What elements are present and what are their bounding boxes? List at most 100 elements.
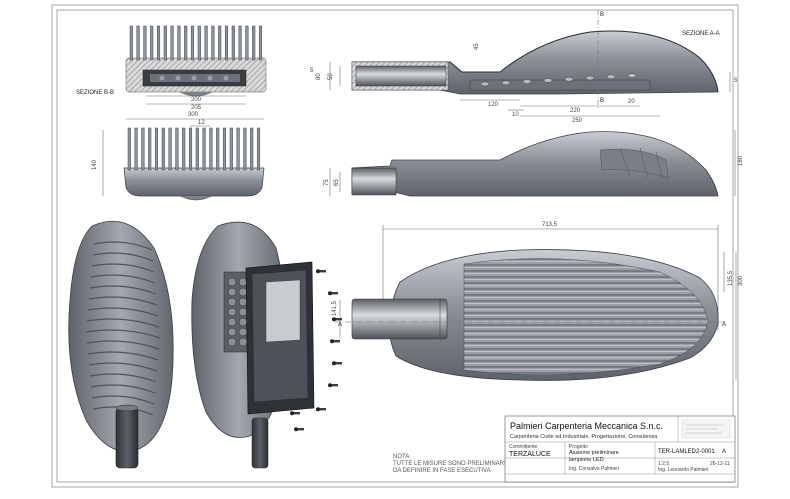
housing-fin [92, 252, 154, 262]
heatsink-fin [258, 25, 263, 61]
screw-head [332, 317, 336, 322]
led-module [227, 307, 237, 317]
led-module [227, 337, 237, 347]
checker: Ing. Leonardo Palmieri [658, 467, 708, 473]
section-bb-label: SEZIONE B-B [76, 90, 114, 96]
screw [330, 292, 338, 295]
screw [332, 340, 340, 343]
heatsink-fin [209, 127, 213, 171]
section-marker-a-left: A [338, 322, 342, 328]
dim-bb-1: 200 [191, 97, 202, 103]
led-lens [564, 76, 574, 82]
dim-aa-220: 220 [570, 108, 581, 114]
designer: Ing. Consalvo Palmieri [569, 466, 619, 472]
section-aa-view: 80 50 45 120 10 220 20 250 5 5 [310, 10, 738, 124]
led-module [238, 337, 248, 347]
dim-aa-45: 45 [474, 43, 480, 50]
screw-head [328, 383, 332, 388]
heatsink-fin [222, 127, 227, 171]
heatsink-fin [211, 25, 215, 61]
led-lens [627, 73, 637, 78]
section-bb-view: 200 205 [125, 25, 267, 111]
screw-head [316, 269, 320, 274]
dim-aa-10: 10 [512, 112, 519, 118]
housing-fin [87, 351, 159, 361]
heatsink-fin [182, 127, 186, 171]
led-module [238, 317, 248, 327]
dim-side-180: 180 [738, 155, 744, 166]
screw [330, 384, 338, 387]
revision: A [722, 449, 726, 455]
dim-plan-135: 135,5 [728, 270, 734, 286]
led-lens [501, 80, 511, 86]
heatsink-fin [216, 127, 220, 171]
client-name: TERZALUCE [509, 451, 551, 458]
heatsink-fin [156, 25, 161, 61]
housing-fin [93, 241, 153, 251]
heatsink-fin [231, 25, 235, 61]
heatsink-fin [218, 25, 222, 61]
led-module [238, 277, 248, 287]
heatsink-fin [250, 127, 254, 171]
led-module [238, 327, 248, 337]
date: 26-12-11 [710, 461, 730, 467]
heatsink-fin [229, 127, 233, 171]
screw [296, 428, 304, 431]
dim-aa-20: 20 [628, 99, 635, 105]
led-lens [606, 74, 616, 80]
housing-fin [88, 362, 158, 372]
isometric-view-exploded [191, 221, 342, 469]
section-marker-b-bottom: B [600, 98, 604, 104]
heatsink-fin [190, 25, 195, 61]
led-lens [522, 79, 532, 84]
heatsink-fin [143, 25, 147, 61]
dim-plan-300: 300 [738, 275, 744, 286]
company-subtitle: Carpenteria Civile ed Industriale, Proge… [510, 434, 658, 440]
heatsink-fin [163, 25, 167, 61]
heatsink-fin [154, 127, 159, 171]
led-module [227, 277, 237, 287]
front-elevation-view: 300 12 140 [92, 112, 265, 201]
heatsink-fin [204, 25, 208, 61]
screw [334, 362, 342, 365]
dim-bb-2: 205 [191, 105, 202, 111]
led-lens [480, 81, 490, 87]
led-module [227, 287, 237, 297]
project-label: Progetto [569, 444, 588, 450]
housing-fin [89, 285, 157, 295]
housing-fin [87, 307, 159, 317]
project-line-1: Assieme preliminare [569, 450, 619, 456]
dim-side-65: 65 [334, 179, 340, 186]
dim-aa-250: 250 [572, 118, 583, 124]
screw [334, 318, 342, 321]
dim-top-140: 140 [92, 159, 98, 170]
led-module [238, 287, 248, 297]
dim-side-75: 75 [324, 179, 330, 186]
dim-top-12: 12 [198, 120, 205, 126]
drawing-frame [51, 4, 739, 488]
section-aa-label: SEZIONE A-A [682, 31, 720, 37]
screw [318, 408, 326, 411]
housing-fin [88, 296, 158, 306]
heatsink-fin [170, 25, 174, 61]
heatsink-fin [243, 127, 247, 171]
led-lens [585, 75, 595, 81]
project-line-2: lampione LED [569, 457, 604, 463]
housing-fin [90, 384, 156, 394]
led-module [227, 317, 237, 327]
note-line-2: DA DEFINIRE IN FASE ESECUTIVA [393, 468, 491, 474]
drawing-number: TER-LAMLED2-0001 [658, 449, 715, 455]
housing-fin [90, 274, 156, 284]
heatsink-fin [238, 25, 242, 61]
heatsink-fin [188, 127, 193, 171]
title-block: Palmieri Carpenteria Meccanica S.n.c. Ca… [504, 415, 736, 483]
heatsink-fin [195, 127, 199, 171]
housing-fin [91, 395, 155, 405]
led-module [227, 327, 237, 337]
housing-fin [89, 373, 157, 383]
heatsink-fin [224, 25, 229, 61]
heatsink-fin [202, 127, 206, 171]
heatsink-fin [245, 25, 249, 61]
